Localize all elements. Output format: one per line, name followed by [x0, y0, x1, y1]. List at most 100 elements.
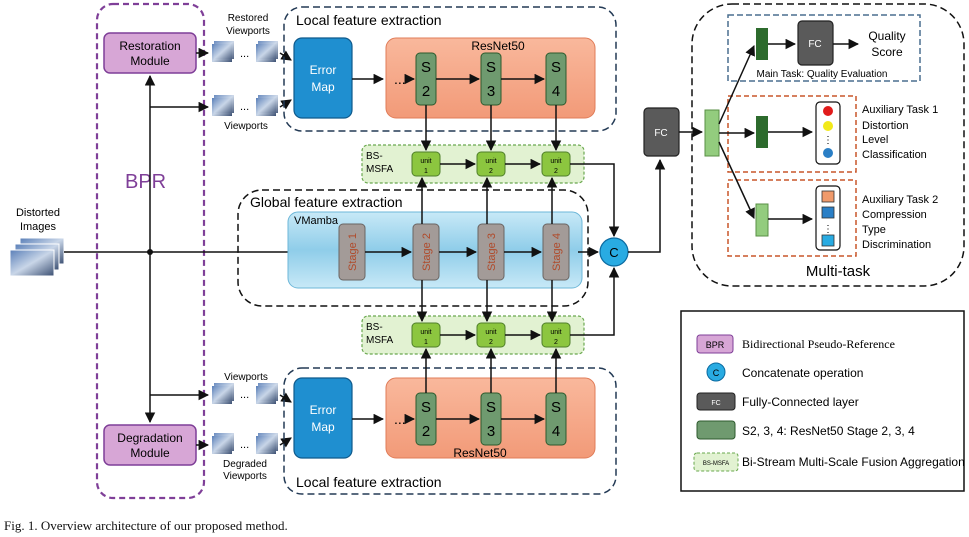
multitask-container: [691, 3, 965, 287]
svg-text:⋮: ⋮: [823, 224, 833, 235]
aux-task2-feature: [755, 203, 769, 237]
global-feature-title: Global feature extraction: [250, 194, 403, 210]
svg-text:2: 2: [554, 339, 558, 346]
svg-text:Bidirectional Pseudo-Reference: Bidirectional Pseudo-Reference: [742, 337, 895, 351]
svg-text:Fully-Connected layer: Fully-Connected layer: [742, 395, 859, 409]
original-viewports-bottom: ...: [212, 383, 278, 404]
svg-text:VMamba: VMamba: [294, 215, 339, 227]
legend-item-concat: C Concatenate operation: [706, 362, 863, 382]
svg-text:FC: FC: [654, 128, 667, 139]
shared-feature-block: [704, 109, 720, 157]
svg-text:BS-: BS-: [366, 322, 383, 333]
svg-text:Map: Map: [311, 420, 335, 434]
error-map-top: Error Map: [293, 37, 353, 119]
svg-text:FC: FC: [711, 400, 720, 407]
svg-text:Classification: Classification: [862, 149, 927, 161]
svg-text:3: 3: [487, 83, 495, 100]
concat-operation: C: [599, 237, 629, 267]
svg-text:S: S: [486, 59, 496, 76]
svg-text:2: 2: [489, 168, 493, 175]
aux-task1-box: [727, 95, 857, 173]
bpr-container: [95, 2, 206, 500]
svg-text:2: 2: [422, 83, 430, 100]
svg-text:Stage 2: Stage 2: [421, 233, 433, 271]
msfa-unit-2-top: unit 2: [476, 151, 506, 177]
svg-text:Concatenate operation: Concatenate operation: [742, 366, 863, 380]
legend-item-bs-msfa: BS-MSFA Bi-Stream Multi-Scale Fusion Agg…: [693, 452, 965, 472]
svg-text:C: C: [713, 368, 720, 378]
svg-text:Discrimination: Discrimination: [862, 239, 931, 251]
degradation-module: Degradation Module: [103, 424, 197, 466]
svg-text:Distortion: Distortion: [862, 120, 908, 132]
distorted-images-stack: [9, 237, 65, 277]
quality-score-label: Quality: [868, 29, 905, 43]
svg-text:Images: Images: [20, 221, 57, 233]
svg-text:FC: FC: [808, 39, 821, 50]
figure-caption: Fig. 1. Overview architecture of our pro…: [4, 518, 288, 533]
resnet-stage-2-top: S2: [415, 52, 437, 106]
resnet-stage-4-top: S4: [545, 52, 567, 106]
svg-text:Type: Type: [862, 224, 886, 236]
multitask-title: Multi-task: [806, 263, 871, 280]
svg-text:Degradation: Degradation: [117, 431, 182, 445]
degraded-viewports-label: Degraded: [223, 459, 267, 470]
svg-text:S: S: [551, 59, 561, 76]
msfa-unit-3-bottom: unit 2: [541, 322, 571, 348]
svg-text:4: 4: [552, 83, 560, 100]
svg-text:1: 1: [424, 339, 428, 346]
restoration-module: Restoration Module: [103, 32, 197, 74]
svg-text:Score: Score: [871, 45, 903, 59]
svg-text:unit: unit: [420, 158, 431, 165]
svg-text:...: ...: [394, 71, 406, 87]
svg-text:BS-MSFA: BS-MSFA: [703, 461, 729, 467]
main-task-label: Main Task: Quality Evaluation: [757, 69, 888, 80]
svg-text:Stage 3: Stage 3: [486, 233, 498, 271]
svg-text:S2, 3, 4: ResNet50 Stage 2, 3,: S2, 3, 4: ResNet50 Stage 2, 3, 4: [742, 424, 915, 438]
local-feature-title-bottom: Local feature extraction: [296, 474, 442, 490]
distortion-level-output: ⋮: [815, 101, 841, 165]
vmamba-stage-2: Stage 2: [412, 223, 440, 281]
svg-text:S: S: [486, 399, 496, 416]
main-task-box: [727, 14, 921, 82]
svg-text:Compression: Compression: [862, 209, 927, 221]
svg-text:S: S: [421, 399, 431, 416]
svg-text:Error: Error: [310, 403, 337, 417]
svg-text:Stage 4: Stage 4: [551, 233, 563, 271]
bpr-label: BPR: [125, 171, 166, 193]
svg-text:Stage 1: Stage 1: [347, 233, 359, 271]
svg-text:Module: Module: [130, 446, 170, 460]
svg-text:ResNet50: ResNet50: [471, 39, 525, 53]
vmamba-stage-4: Stage 4: [542, 223, 570, 281]
aux-task1-feature: [756, 116, 768, 148]
aux-task2-label: Auxiliary Task 2 Compression Type Discri…: [862, 194, 938, 251]
legend-item-fc: FC Fully-Connected layer: [696, 392, 859, 411]
svg-text:BS-: BS-: [366, 151, 383, 162]
svg-text:Restoration: Restoration: [119, 39, 180, 53]
svg-text:C: C: [609, 245, 618, 260]
svg-text:...: ...: [240, 439, 249, 451]
resnet-stage-2-bottom: S2: [415, 392, 437, 446]
svg-text:2: 2: [489, 339, 493, 346]
svg-text:unit: unit: [485, 158, 496, 165]
aux-task1-label: Auxiliary Task 1 Distortion Level Classi…: [862, 104, 938, 161]
svg-text:2: 2: [422, 423, 430, 440]
input-label: Distorted: [16, 207, 60, 219]
svg-text:unit: unit: [550, 329, 561, 336]
compression-type-output: ⋮: [815, 185, 841, 251]
svg-text:Error: Error: [310, 63, 337, 77]
degraded-viewports: ...: [212, 433, 278, 454]
svg-text:S: S: [421, 59, 431, 76]
svg-text:S: S: [551, 399, 561, 416]
svg-text:MSFA: MSFA: [366, 335, 394, 346]
svg-text:4: 4: [552, 423, 560, 440]
svg-text:Module: Module: [130, 54, 170, 68]
local-feature-box-bottom: [283, 367, 617, 495]
svg-text:...: ...: [394, 411, 406, 427]
legend-item-bpr: BPR Bidirectional Pseudo-Reference: [696, 334, 895, 354]
error-map-bottom: Error Map: [293, 377, 353, 459]
svg-text:Bi-Stream Multi-Scale Fusion A: Bi-Stream Multi-Scale Fusion Aggregation: [742, 455, 965, 469]
